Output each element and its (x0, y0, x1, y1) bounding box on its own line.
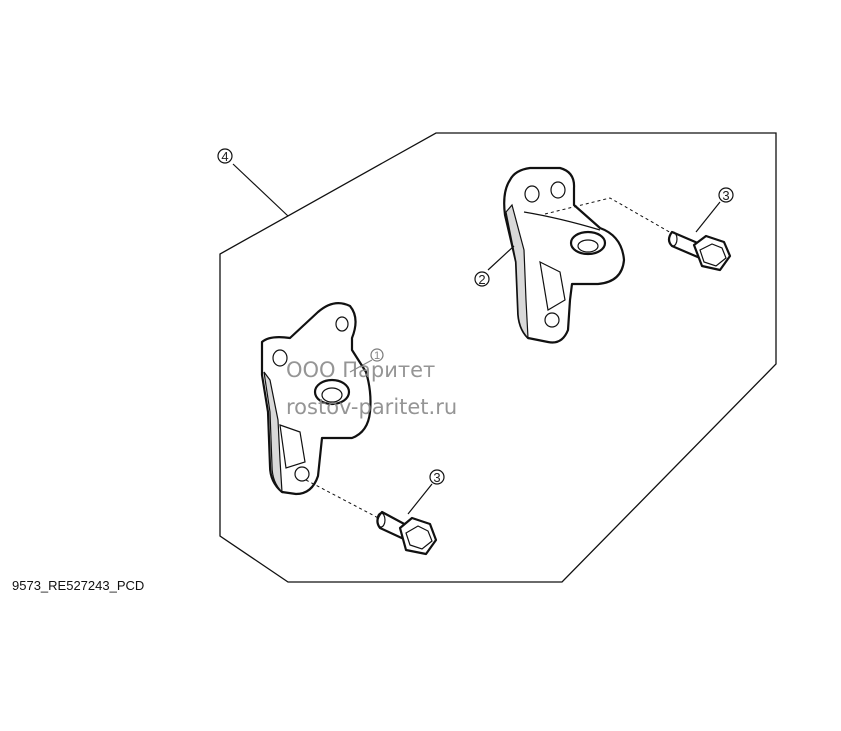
callout-circle (429, 469, 445, 485)
leader-line-3-upper (695, 201, 721, 233)
watermark-company: ООО Паритет (286, 358, 435, 382)
kit-boundary-frame (219, 132, 777, 583)
bracket-lower (260, 301, 372, 496)
leader-line-2 (487, 245, 515, 271)
callout-label: 3 (433, 470, 440, 485)
bolt-upper (667, 230, 732, 272)
bolt-lower (376, 510, 438, 556)
callout-label: 2 (478, 272, 485, 287)
callout-2: 2 (474, 271, 490, 287)
dashed-alignment-upper (544, 197, 681, 239)
callout-circle (474, 271, 490, 287)
bracket-upper (503, 166, 626, 344)
dashed-alignment-lower (305, 479, 387, 523)
callout-3-upper: 3 (718, 187, 734, 203)
callout-label: 4 (221, 149, 228, 164)
callout-circle (217, 148, 233, 164)
leader-line-3-lower (407, 483, 433, 515)
callout-circle (370, 348, 384, 362)
callout-1: 1 (370, 348, 384, 362)
callout-3-lower: 3 (429, 469, 445, 485)
leader-line-1 (349, 359, 373, 373)
figure-id: 9573_RE527243_PCD (12, 578, 144, 593)
callout-label: 3 (722, 188, 729, 203)
leader-line-4 (232, 163, 289, 217)
watermark-url: rostov-paritet.ru (286, 395, 457, 419)
callout-label: 1 (374, 350, 380, 362)
callout-4: 4 (217, 148, 233, 164)
callout-circle (718, 187, 734, 203)
